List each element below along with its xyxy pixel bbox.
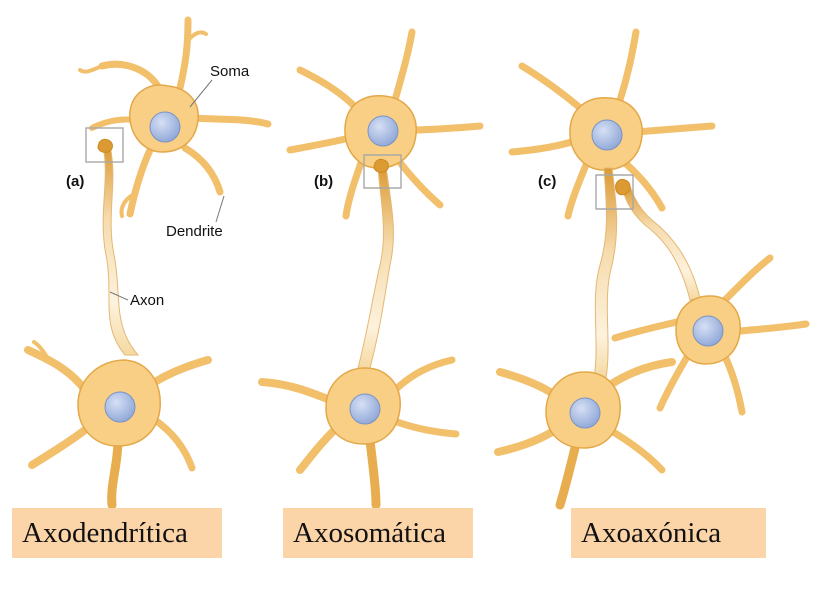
soma-pointer bbox=[189, 79, 213, 108]
dendrite bbox=[342, 156, 366, 220]
caption-axosomatica: Axosomática bbox=[283, 508, 473, 558]
nucleus bbox=[591, 119, 623, 151]
nucleus bbox=[367, 115, 399, 147]
dendrite bbox=[518, 62, 589, 116]
neuron-a-lower bbox=[24, 340, 212, 510]
dendrite bbox=[146, 356, 212, 389]
dendrite bbox=[716, 254, 774, 309]
dendrite bbox=[151, 416, 196, 472]
dendrite-label: Dendrite bbox=[166, 223, 223, 240]
synapse-box bbox=[85, 127, 124, 163]
caption-axoaxonica: Axoaxónica bbox=[571, 508, 766, 558]
soma-label: Soma bbox=[210, 63, 250, 80]
dendrite bbox=[296, 66, 364, 116]
dendrite bbox=[176, 16, 192, 92]
dendrite bbox=[406, 122, 484, 134]
dendrite bbox=[24, 346, 89, 394]
dendrite bbox=[119, 192, 136, 218]
panel-a: (a) Soma Dendrite Axon bbox=[24, 16, 272, 510]
dendrite bbox=[28, 426, 89, 469]
nucleus bbox=[569, 397, 601, 429]
dendrite bbox=[89, 116, 138, 131]
caption-axodendritica: Axodendrítica bbox=[12, 508, 222, 558]
nucleus bbox=[692, 315, 724, 347]
synapse-box bbox=[595, 174, 634, 210]
dendrite bbox=[494, 428, 556, 456]
nucleus bbox=[104, 391, 136, 423]
dendrite bbox=[78, 64, 104, 74]
axon bbox=[357, 165, 394, 369]
dendrite bbox=[606, 358, 676, 389]
dendrite-pointer bbox=[215, 195, 225, 223]
dendrite bbox=[616, 28, 640, 104]
dendrite bbox=[555, 443, 580, 510]
dendrite bbox=[186, 30, 208, 42]
neuron-c-upper bbox=[508, 28, 716, 220]
dendrite bbox=[620, 158, 666, 212]
dendrite bbox=[126, 146, 154, 218]
nucleus bbox=[349, 393, 381, 425]
dendrite bbox=[388, 416, 460, 438]
neuron-b-upper bbox=[286, 28, 484, 220]
synapse-box bbox=[363, 154, 402, 189]
dendrite bbox=[606, 426, 666, 474]
dendrite bbox=[365, 435, 381, 510]
neuron-c-lower bbox=[494, 358, 676, 510]
dendrite bbox=[394, 156, 444, 209]
panel-letter-b: (b) bbox=[314, 173, 333, 190]
dendrite bbox=[286, 134, 354, 154]
dendrite bbox=[191, 114, 272, 128]
dendrite bbox=[508, 136, 582, 156]
dendrite bbox=[496, 368, 559, 399]
axon-terminal bbox=[615, 179, 631, 196]
dendrite bbox=[632, 122, 716, 136]
nucleus bbox=[149, 111, 181, 143]
dendrite bbox=[611, 316, 689, 342]
neuron-b-lower bbox=[258, 356, 460, 510]
panel-letter-c: (c) bbox=[538, 173, 556, 190]
dendrite bbox=[107, 435, 123, 510]
dendrite bbox=[391, 28, 416, 104]
dendrite bbox=[181, 144, 224, 196]
axon-pointer bbox=[109, 291, 129, 301]
neuron-c-right bbox=[611, 254, 810, 416]
axon-label: Axon bbox=[130, 292, 164, 309]
dendrite bbox=[32, 340, 52, 364]
dendrite bbox=[564, 156, 592, 220]
axon-terminal bbox=[373, 158, 389, 173]
axon-terminal bbox=[97, 138, 113, 153]
axon bbox=[593, 167, 618, 379]
dendrite bbox=[258, 378, 334, 404]
neuron-a-upper bbox=[78, 16, 272, 218]
axon bbox=[102, 145, 140, 356]
panel-c: (c) bbox=[494, 28, 810, 510]
dendrite bbox=[391, 356, 456, 394]
panel-b: (b) bbox=[258, 28, 484, 510]
panel-letter-a: (a) bbox=[66, 173, 84, 190]
